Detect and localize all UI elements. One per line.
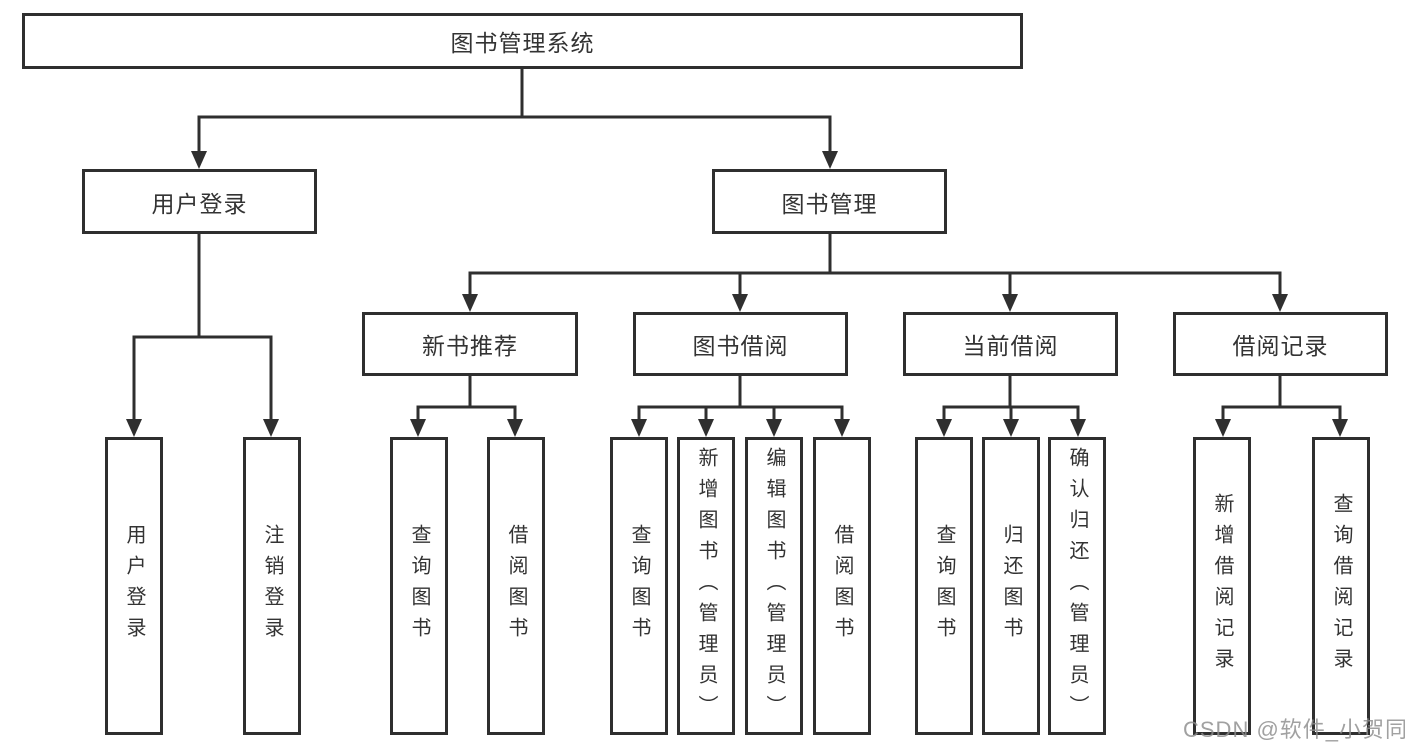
leaf-logout: 注销登录 xyxy=(243,437,301,735)
leaf-query-books-recommend: 查询图书 xyxy=(390,437,448,735)
node-new-book-recommend: 新书推荐 xyxy=(362,312,578,376)
leaf-add-book-admin: 新增图书（管理员） xyxy=(677,437,735,735)
node-root-system: 图书管理系统 xyxy=(22,13,1023,69)
leaf-confirm-return-admin: 确认归还（管理员） xyxy=(1048,437,1106,735)
leaf-return-books: 归还图书 xyxy=(982,437,1040,735)
node-user-login: 用户登录 xyxy=(82,169,317,234)
node-book-borrowing: 图书借阅 xyxy=(633,312,848,376)
node-current-borrowing: 当前借阅 xyxy=(903,312,1118,376)
leaf-query-books-current: 查询图书 xyxy=(915,437,973,735)
leaf-borrow-books: 借阅图书 xyxy=(813,437,871,735)
leaf-borrow-books-recommend: 借阅图书 xyxy=(487,437,545,735)
node-borrowing-records: 借阅记录 xyxy=(1173,312,1388,376)
node-book-management: 图书管理 xyxy=(712,169,947,234)
leaf-user-login: 用户登录 xyxy=(105,437,163,735)
leaf-edit-book-admin: 编辑图书（管理员） xyxy=(745,437,803,735)
leaf-query-borrow-record: 查询借阅记录 xyxy=(1312,437,1370,735)
leaf-add-borrow-record: 新增借阅记录 xyxy=(1193,437,1251,735)
arrowheads xyxy=(126,151,1348,437)
csdn-watermark: CSDN @软件_小贺同学 xyxy=(1183,717,1405,742)
leaf-query-books-borrowing: 查询图书 xyxy=(610,437,668,735)
